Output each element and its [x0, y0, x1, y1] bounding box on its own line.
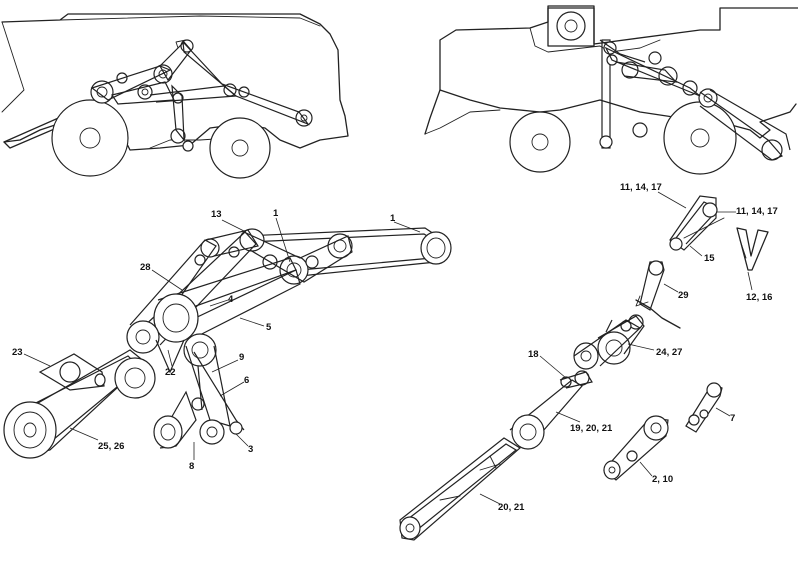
front-wheel	[51, 99, 129, 177]
callout-11-14-17-right: 11, 14, 17	[736, 206, 778, 217]
belt-19-20-21	[509, 379, 583, 450]
callout-20-21: 20, 21	[498, 502, 525, 513]
combine-left-side-view	[1, 13, 349, 179]
callout-2-10: 2, 10	[652, 474, 673, 485]
belt-22	[155, 339, 185, 374]
belt-25-26	[3, 349, 156, 459]
callout-12-16: 12, 16	[746, 292, 772, 303]
callout-13: 13	[211, 209, 222, 220]
left-side-belt-drives	[3, 227, 452, 459]
callout-18: 18	[528, 349, 539, 360]
belt-7	[685, 382, 723, 433]
callout-29: 29	[678, 290, 689, 301]
rear-wheel	[209, 117, 271, 179]
belt-2-10	[603, 415, 669, 481]
pulley-cluster-upper	[194, 228, 353, 285]
callout-5: 5	[266, 322, 272, 333]
belt-18	[559, 370, 593, 389]
callout-11-14-17-left: 11, 14, 17	[620, 182, 662, 193]
grain-tank-box	[547, 5, 595, 47]
callout-6: 6	[244, 375, 249, 386]
belt-29	[635, 260, 681, 329]
belt-20-21	[399, 437, 522, 541]
belts-9-6-3-8	[153, 333, 245, 449]
callout-8: 8	[189, 461, 194, 472]
callout-labels: 13 1 1 28 4 5 23 22 9 6 3 8 25, 26 11, 1…	[12, 182, 778, 513]
leader-lines	[23, 191, 753, 505]
belt-28-4-5	[126, 231, 301, 354]
right-side-belt-drives	[399, 195, 769, 541]
callout-23: 23	[12, 347, 23, 358]
belt-11-14-17	[669, 195, 725, 251]
callout-15: 15	[704, 253, 715, 264]
callout-19-20-21: 19, 20, 21	[570, 423, 613, 434]
callout-28: 28	[140, 262, 151, 273]
combine-right-side-view	[424, 5, 798, 175]
callout-9: 9	[239, 352, 244, 363]
callout-24-27: 24, 27	[656, 347, 682, 358]
callout-7: 7	[730, 413, 735, 424]
callout-1-center: 1	[273, 208, 279, 219]
belt-1-long	[243, 227, 452, 277]
callout-25-26: 25, 26	[98, 441, 124, 452]
front-wheel	[509, 111, 571, 173]
belt-23	[38, 353, 106, 391]
v-belt-section-12-16	[736, 227, 769, 271]
callout-4: 4	[228, 294, 234, 305]
callout-3: 3	[248, 444, 253, 455]
callout-22: 22	[165, 367, 176, 378]
callout-1-right: 1	[390, 213, 396, 224]
belt-24-27	[573, 314, 645, 370]
rear-wheel	[663, 101, 737, 175]
